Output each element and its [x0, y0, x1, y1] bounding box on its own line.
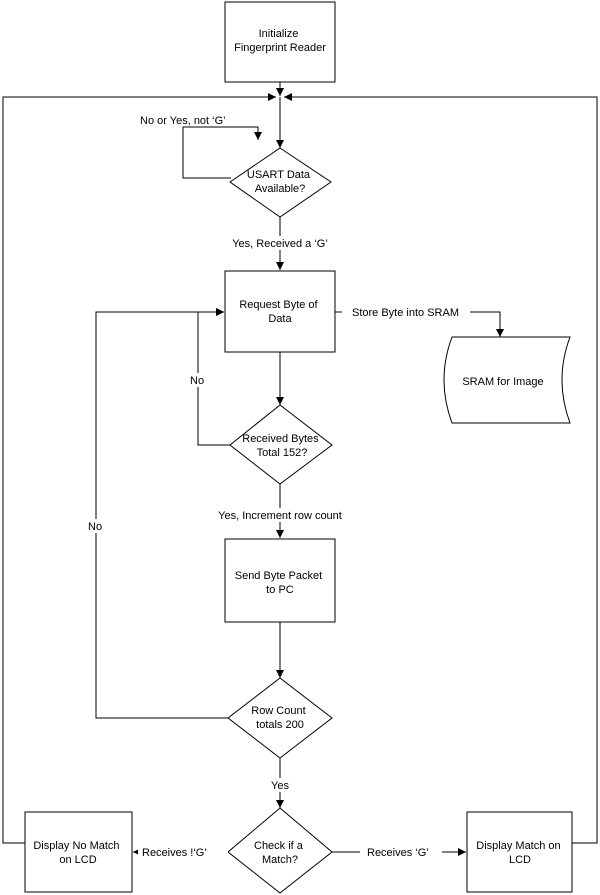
check-label: Check if a Match?	[254, 840, 306, 866]
edge-match-loop	[284, 93, 598, 844]
init-label: Initialize Fingerprint Reader	[234, 28, 326, 54]
init-box	[224, 1, 336, 83]
received-yes-label: Yes, Increment row count	[218, 510, 342, 522]
edge-usart-loop	[182, 126, 262, 179]
received-yes-label-bg	[203, 508, 358, 522]
usart-yes-label: Yes, Received a ‘G’	[232, 238, 328, 250]
received-no-label: No	[190, 375, 204, 387]
usart-label: USART Data Available?	[247, 169, 313, 195]
usart-loop-label: No or Yes, not ‘G’	[140, 115, 226, 127]
nomatch-box	[24, 811, 133, 893]
edge-nomatch-loop	[2, 93, 276, 844]
receives-g-label: Receives ‘G’	[367, 847, 429, 859]
received-no-label-bg	[186, 373, 210, 387]
rowcount-yes-label: Yes	[271, 780, 289, 792]
nomatch-label: Display No Match on LCD	[33, 840, 122, 866]
request-label: Request Byte of Data	[239, 299, 320, 325]
store-label-bg	[342, 305, 470, 319]
request-box	[224, 270, 336, 353]
sram-storage	[443, 336, 571, 424]
receives-not-g-label: Receives !‘G’	[142, 847, 207, 859]
g-label-bg	[360, 845, 442, 859]
send-label: Send Byte Packet to PC	[235, 570, 326, 596]
usart-yes-label-bg	[221, 236, 339, 250]
send-box	[224, 538, 336, 623]
rowcount-yes-label-bg	[264, 778, 296, 792]
check-decision	[227, 807, 333, 894]
rowcount-no-label: No	[88, 521, 102, 533]
store-label: Store Byte into SRAM	[352, 307, 459, 319]
rowcount-label: Row Count totals 200	[251, 705, 308, 731]
rowcount-decision	[227, 677, 333, 759]
not-g-label-bg	[138, 845, 228, 859]
received-decision	[229, 404, 333, 485]
received-label: Received Bytes Total 152?	[242, 433, 322, 459]
edge-rowcount-no	[95, 308, 228, 719]
rowcount-no-label-bg	[85, 519, 107, 533]
sram-label: SRAM for Image	[462, 376, 543, 388]
match-box	[466, 811, 573, 893]
match-label: Display Match on LCD	[476, 840, 563, 866]
usart-decision	[229, 147, 332, 218]
